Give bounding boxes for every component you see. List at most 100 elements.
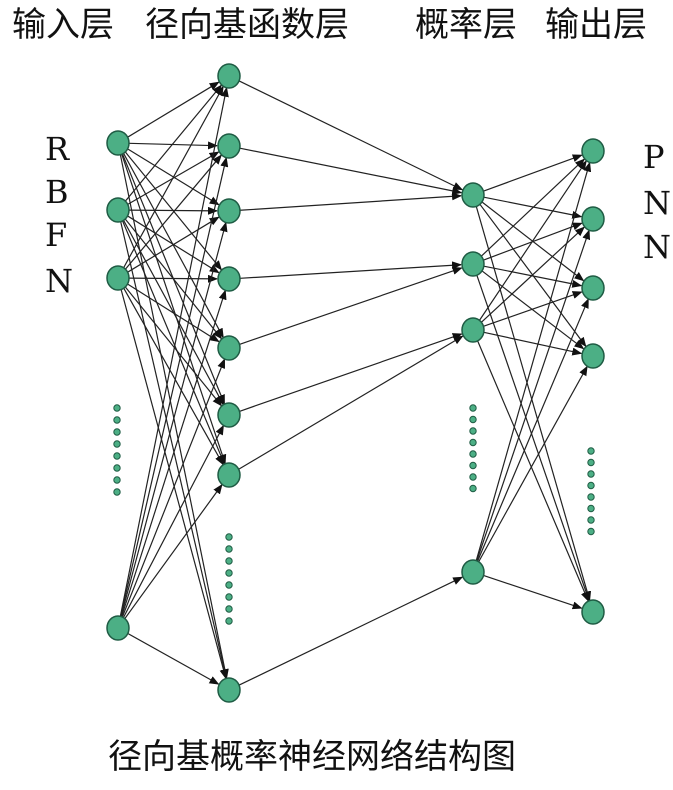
rbf-node-6 — [217, 462, 241, 488]
edge-rbf-7-prob-3 — [238, 576, 464, 686]
edge-input-1-rbf-7 — [119, 220, 229, 680]
input-ellipsis-dot-1 — [113, 416, 121, 424]
probability-ellipsis-dot-2 — [469, 427, 477, 435]
edge-input-0-rbf-6 — [120, 153, 227, 465]
edge-input-1-rbf-2 — [128, 206, 219, 215]
edge-input-3-rbf-7 — [127, 632, 220, 685]
probability-ellipsis-dot-7 — [469, 484, 477, 493]
output-node-1 — [581, 206, 605, 232]
edge-prob-2-output-2 — [483, 291, 583, 327]
edge-prob-2-output-0 — [478, 160, 587, 322]
rbf-ellipsis-dot-7 — [225, 617, 233, 625]
output-ellipsis-dot-6 — [587, 516, 595, 524]
rbf-node-2 — [217, 198, 241, 224]
probability-ellipsis-dot-1 — [469, 415, 477, 424]
probability-ellipsis-dot-6 — [469, 473, 477, 481]
input-ellipsis-dot-0 — [113, 404, 121, 412]
edge-prob-2-output-4 — [476, 339, 589, 602]
edge-input-3-rbf-5 — [122, 424, 224, 619]
right-label-p: P — [643, 138, 665, 176]
edge-input-3-rbf-3 — [120, 289, 227, 618]
edge-input-2-rbf-3 — [128, 274, 219, 283]
edge-prob-0-output-4 — [475, 205, 592, 602]
rbf-node-7 — [217, 677, 241, 703]
output-node-4 — [581, 599, 605, 625]
edge-rbf-2-prob-0 — [239, 192, 463, 211]
edge-rbf-1-prob-0 — [239, 147, 463, 195]
rbf-node-4 — [217, 335, 241, 361]
rbf-ellipsis-dot-5 — [225, 593, 233, 601]
edge-rbf-0-prob-0 — [238, 80, 464, 191]
right-label-n1: N — [643, 184, 671, 222]
edge-input-2-rbf-5 — [124, 286, 223, 407]
edge-input-3-rbf-1 — [119, 156, 229, 618]
output-ellipsis-dot-1 — [587, 458, 595, 467]
input-node-3 — [106, 615, 130, 641]
edge-rbf-6-prob-2 — [238, 335, 464, 470]
left-label-r: R — [45, 130, 70, 168]
right-label-n2: N — [643, 228, 671, 266]
output-ellipsis-dot-0 — [587, 447, 595, 455]
probability-ellipsis-dot-4 — [469, 450, 477, 458]
edge-prob-3-output-1 — [475, 229, 591, 562]
edge-input-2-rbf-2 — [127, 216, 220, 273]
edge-prob-2-output-3 — [483, 331, 583, 356]
left-label-n: N — [45, 262, 73, 300]
edge-input-2-rbf-0 — [122, 85, 224, 269]
probability-ellipsis-dot-5 — [469, 461, 477, 470]
rbf-ellipsis-dot-6 — [225, 605, 233, 613]
probability-node-3 — [461, 559, 485, 585]
header-output-layer: 输出层 — [545, 5, 647, 45]
left-label-b: B — [45, 173, 69, 211]
probability-ellipsis-dot-3 — [469, 438, 477, 447]
ellipsis-dots — [113, 404, 595, 625]
output-node-0 — [581, 138, 605, 164]
rbf-node-1 — [217, 133, 241, 159]
output-ellipsis-dot-2 — [587, 470, 595, 478]
rbf-ellipsis-dot-1 — [225, 545, 233, 553]
output-node-2 — [581, 275, 605, 301]
figure-caption: 径向基概率神经网络结构图 — [108, 737, 516, 777]
edge-input-2-rbf-6 — [122, 287, 224, 466]
probability-node-2 — [461, 317, 485, 343]
edge-prob-3-output-4 — [483, 574, 583, 610]
rbf-node-5 — [217, 402, 241, 428]
probability-node-0 — [461, 182, 485, 208]
probability-node-1 — [461, 251, 485, 277]
input-ellipsis-dot-2 — [113, 428, 121, 436]
edge-prob-3-output-3 — [477, 365, 588, 563]
edge-input-1-rbf-0 — [124, 84, 222, 202]
edge-rbf-5-prob-2 — [239, 333, 463, 412]
left-label-f: F — [45, 216, 67, 254]
edge-input-1-rbf-5 — [122, 219, 224, 406]
edge-input-2-rbf-1 — [124, 154, 222, 270]
edge-input-1-rbf-6 — [121, 219, 225, 465]
edges — [119, 80, 592, 686]
input-node-0 — [106, 130, 130, 156]
nodes — [106, 63, 605, 703]
edge-prob-1-output-2 — [483, 265, 583, 288]
edge-prob-3-output-0 — [475, 161, 592, 562]
rbf-ellipsis-dot-0 — [225, 533, 233, 541]
edge-input-3-rbf-6 — [123, 483, 223, 620]
output-ellipsis-dot-5 — [587, 504, 595, 513]
header-input-layer: 输入层 — [12, 5, 114, 45]
edge-input-2-rbf-4 — [126, 283, 220, 343]
input-ellipsis-dot-5 — [113, 464, 121, 472]
edge-prob-1-output-0 — [480, 158, 585, 257]
edge-prob-3-output-2 — [476, 298, 589, 563]
rbf-ellipsis-dot-4 — [225, 581, 233, 589]
edge-input-3-rbf-0 — [119, 86, 229, 618]
output-ellipsis-dot-7 — [587, 527, 595, 536]
input-ellipsis-dot-7 — [113, 488, 121, 496]
probability-ellipsis-dot-0 — [469, 404, 477, 412]
edge-prob-0-output-1 — [483, 196, 583, 219]
input-node-2 — [106, 265, 130, 291]
edge-rbf-4-prob-1 — [239, 267, 463, 345]
edge-input-0-rbf-0 — [127, 81, 220, 138]
input-node-1 — [106, 197, 130, 223]
rbf-node-0 — [217, 63, 241, 89]
rbf-ellipsis-dot-2 — [225, 557, 233, 565]
edge-prob-0-output-0 — [483, 154, 583, 192]
